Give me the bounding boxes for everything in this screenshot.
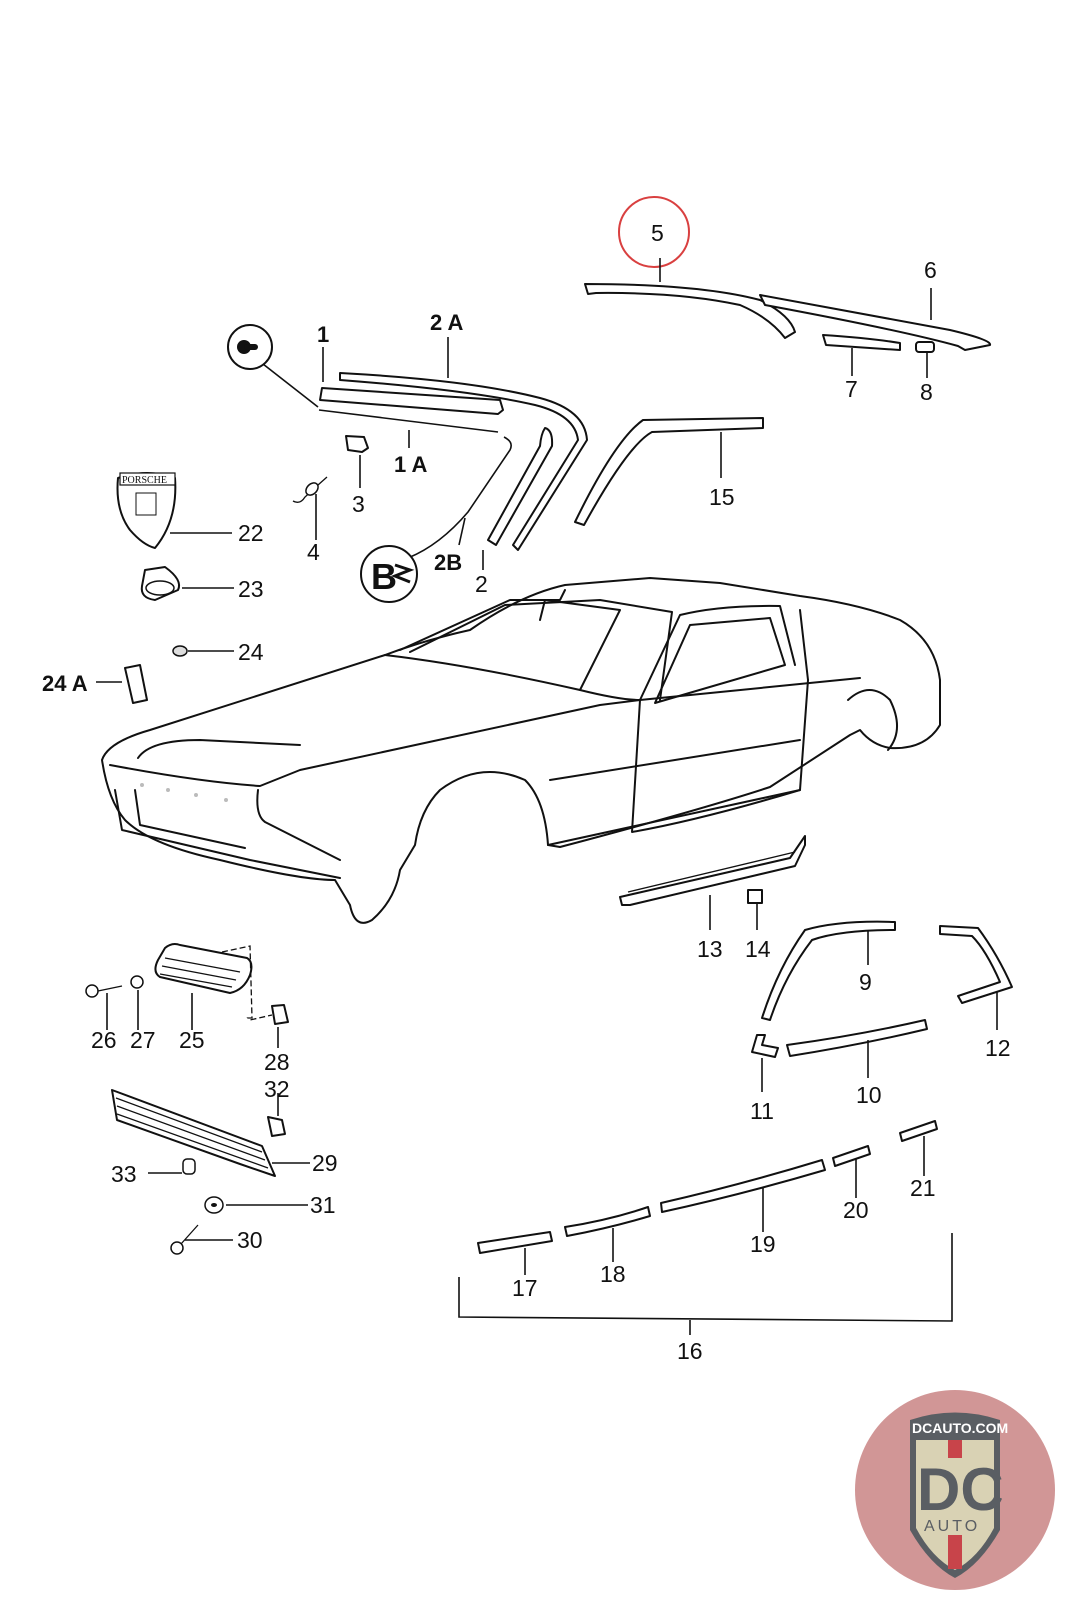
part-21-molding[interactable] (899, 1120, 938, 1142)
label-29: 29 (312, 1150, 338, 1176)
part-31-grommet[interactable] (204, 1196, 224, 1214)
part-13-sill-molding[interactable] (619, 835, 806, 906)
part-11-corner-piece[interactable] (751, 1034, 779, 1058)
clip-tool-symbol-icon (227, 324, 273, 370)
crest-text: PORSCHE (122, 475, 167, 486)
label-8: 8 (920, 379, 933, 405)
label-22: 22 (238, 520, 264, 546)
part-2B-wire[interactable] (407, 436, 512, 559)
part-1-molding[interactable] (319, 387, 504, 415)
part-27-washer[interactable] (130, 975, 144, 989)
watermark-sub: AUTO (924, 1518, 980, 1535)
label-20: 20 (843, 1197, 869, 1223)
label-28: 28 (264, 1049, 290, 1075)
part-22-porsche-crest[interactable]: PORSCHE (116, 472, 177, 549)
part-2-molding[interactable] (487, 427, 554, 546)
label-23: 23 (238, 576, 264, 602)
dcauto-watermark-logo[interactable]: DCAUTO.COM DC AUTO (855, 1390, 1055, 1590)
part-7-molding-piece[interactable] (822, 334, 901, 351)
watermark-letters: DC (917, 1456, 1004, 1523)
part-24-grommet[interactable] (172, 645, 188, 657)
car-body-outline (101, 577, 941, 924)
label-4: 4 (307, 539, 320, 565)
part-33-spacer[interactable] (182, 1158, 196, 1175)
label-24: 24 (238, 639, 264, 665)
label-21: 21 (910, 1175, 936, 1201)
part-19-molding[interactable] (660, 1159, 826, 1213)
part-15-molding[interactable] (574, 417, 764, 526)
part-8-clip[interactable] (915, 341, 935, 353)
part-16-set-bracket[interactable] (458, 1233, 953, 1335)
part-28-clip-nut[interactable] (271, 1004, 289, 1025)
part-29-grille[interactable] (111, 1089, 276, 1177)
label-27: 27 (130, 1027, 156, 1053)
label-13: 13 (697, 936, 723, 962)
label-14: 14 (745, 936, 771, 962)
label-25: 25 (179, 1027, 205, 1053)
part-12-molding[interactable] (939, 925, 1013, 1004)
part-1A-trim[interactable] (318, 409, 499, 433)
watermark-site: DCAUTO.COM (912, 1420, 1008, 1436)
label-16: 16 (677, 1338, 703, 1364)
part-4-spring[interactable] (292, 476, 328, 503)
label-3: 3 (352, 491, 365, 517)
label-2B: 2B (434, 550, 462, 575)
label-19: 19 (750, 1231, 776, 1257)
label-30: 30 (237, 1227, 263, 1253)
label-33: 33 (111, 1161, 137, 1187)
label-26: 26 (91, 1027, 117, 1053)
part-32-clip-nut[interactable] (267, 1116, 286, 1137)
part-6-roof-molding[interactable] (759, 294, 991, 351)
label-15: 15 (709, 484, 735, 510)
label-11: 11 (750, 1098, 774, 1124)
part-17-molding[interactable] (477, 1231, 553, 1254)
part-labels: 5 6 7 8 1 2 A 1 A 3 4 2B 2 15 22 23 24 2… (42, 220, 1011, 1364)
part-5-roof-molding[interactable] (584, 283, 796, 339)
label-9: 9 (859, 969, 872, 995)
part-26-screw[interactable] (85, 984, 123, 998)
part-20-molding[interactable] (832, 1145, 871, 1167)
label-17: 17 (512, 1275, 538, 1301)
part-3-clip[interactable] (345, 435, 369, 453)
label-7: 7 (845, 376, 858, 402)
part-14-clip[interactable] (747, 889, 763, 904)
label-2A: 2 A (430, 310, 464, 335)
label-12: 12 (985, 1035, 1011, 1061)
label-1: 1 (317, 322, 329, 347)
part-23-gasket[interactable] (140, 566, 181, 601)
part-30-screw[interactable] (170, 1224, 199, 1255)
part-18-molding[interactable] (564, 1206, 651, 1237)
part-9-molding[interactable] (761, 920, 896, 1021)
label-2: 2 (475, 571, 488, 597)
part-2A-seal[interactable] (339, 372, 588, 551)
label-24A: 24 A (42, 671, 88, 696)
label-1A: 1 A (394, 452, 428, 477)
label-31: 31 (310, 1192, 336, 1218)
label-18: 18 (600, 1261, 626, 1287)
label-32: 32 (264, 1076, 290, 1102)
part-10-molding[interactable] (786, 1019, 928, 1057)
label-5: 5 (651, 220, 664, 246)
label-10: 10 (856, 1082, 882, 1108)
part-25-grille[interactable] (154, 943, 253, 994)
label-6: 6 (924, 257, 937, 283)
adhesive-symbol-icon: B (360, 545, 418, 603)
highlight-circle (618, 196, 690, 268)
part-24A-plug[interactable] (124, 664, 148, 704)
